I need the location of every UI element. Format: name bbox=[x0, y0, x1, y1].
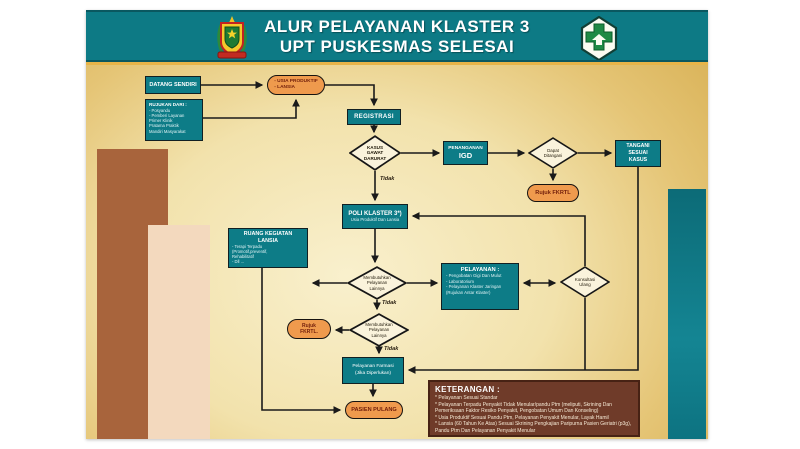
keterangan-legend: KETERANGAN : * Pelayanan Sesuai Standar … bbox=[428, 380, 640, 437]
keterangan-items: * Pelayanan Sesuai Standar * Pelayanan T… bbox=[435, 395, 632, 434]
edge-konsultasi-to-poli bbox=[411, 212, 586, 266]
diamond-shape bbox=[560, 266, 610, 298]
diamond-shape bbox=[347, 266, 407, 300]
decor-teal-rect bbox=[668, 189, 706, 439]
node-konsultasi-ulang: Konsultasi Ulang bbox=[560, 266, 610, 298]
diamond-shape bbox=[349, 313, 409, 347]
node-rujuk-fkrtl-2: Rujuk FKRTL. bbox=[287, 319, 331, 339]
node-membutuhkan-pelayanan-2: Membutuhkan Pelayanan Lainnya bbox=[349, 313, 409, 347]
node-pelayanan-farmasi: Pelayanan Farmasi (Jika Diperlukan) bbox=[342, 357, 404, 384]
edge-usia-to-registrasi bbox=[325, 84, 378, 107]
node-registrasi: REGISTRASI bbox=[347, 109, 401, 125]
node-datang-sendiri: DATANG SENDIRI bbox=[145, 76, 201, 94]
node-kasus-gawat-darurat: KASUS GAWAT DARURAT bbox=[349, 135, 401, 171]
node-poli-klaster-3: POLI KLASTER 3*) Usia Produktif Dan Lans… bbox=[342, 204, 408, 229]
decor-peach-rect bbox=[148, 225, 210, 439]
edge-label-tidak-1: Tidak bbox=[380, 176, 395, 182]
puskesmas-hexagon-cross-icon bbox=[580, 16, 618, 61]
flowchart-poster: ALUR PELAYANAN KLASTER 3 UPT PUSKESMAS S… bbox=[86, 10, 708, 439]
node-dapat-ditangani: Dapat Ditangani bbox=[528, 137, 578, 169]
node-penanganan-igd: PENANGANAN IGD bbox=[443, 141, 488, 165]
header-gold-strip bbox=[86, 62, 708, 65]
edge-label-tidak-3: Tidak bbox=[384, 346, 399, 352]
node-tangani-sesuai-kasus: TANGANI SESUAI KASUS bbox=[615, 140, 661, 167]
node-ruang-kegiatan-lansia: RUANG KEGIATAN LANSIA - Terapi Terpadu (… bbox=[228, 228, 308, 268]
node-rujukan-dari: RUJUKAN DARI : - Posyandu - Pemberi Laya… bbox=[145, 99, 203, 141]
title-line-2: UPT PUSKESMAS SELESAI bbox=[279, 37, 515, 57]
page-title: ALUR PELAYANAN KLASTER 3 UPT PUSKESMAS S… bbox=[86, 17, 708, 57]
edge-label-tidak-2: Tidak bbox=[382, 300, 397, 306]
edge-rujukan-to-usia bbox=[203, 98, 300, 119]
node-pasien-pulang: PASIEN PULANG bbox=[345, 401, 403, 419]
diamond-shape bbox=[528, 137, 578, 169]
header-banner: ALUR PELAYANAN KLASTER 3 UPT PUSKESMAS S… bbox=[86, 10, 708, 61]
node-pelayanan: PELAYANAN : - Pengobatan Gigi Dan Mulut … bbox=[441, 263, 519, 310]
edge-ruang-to-pasien bbox=[261, 268, 342, 414]
node-rujuk-fkrtl-1: Rujuk FKRTL bbox=[527, 184, 579, 202]
node-usia-produktif-lansia: - USIA PRODUKTIF - LANSIA bbox=[267, 75, 325, 95]
regency-crest-icon bbox=[217, 16, 247, 59]
title-line-1: ALUR PELAYANAN KLASTER 3 bbox=[264, 17, 530, 36]
diamond-shape bbox=[349, 135, 401, 171]
header-underline bbox=[86, 60, 708, 62]
node-membutuhkan-pelayanan-1: Membutuhkan Pelayanan Lainnya bbox=[347, 266, 407, 300]
keterangan-title: KETERANGAN : bbox=[435, 385, 500, 394]
